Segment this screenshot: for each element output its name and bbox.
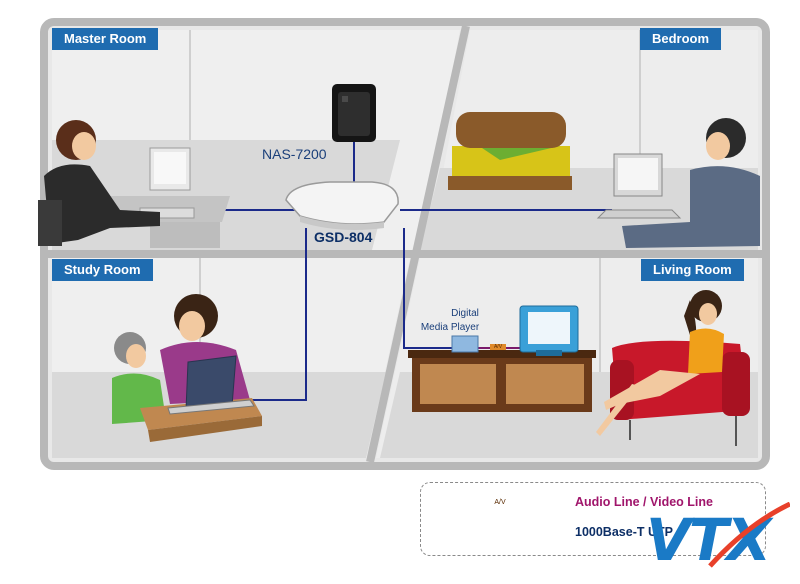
divider-vertical bbox=[366, 25, 470, 463]
network-cables bbox=[182, 142, 612, 401]
nas-label: NAS-7200 bbox=[262, 146, 327, 162]
cable-study-laptop bbox=[232, 228, 307, 401]
room-label-living: Living Room bbox=[641, 259, 744, 281]
vtx-logo-text: VTX bbox=[646, 506, 771, 574]
room-label-study: Study Room bbox=[52, 259, 153, 281]
room-label-master: Master Room bbox=[52, 28, 159, 50]
bedroom-laptop bbox=[596, 153, 682, 219]
cable-media-player bbox=[403, 228, 452, 349]
media-player-device bbox=[451, 335, 479, 353]
bedroom-person bbox=[622, 118, 760, 248]
tv-cabinet bbox=[408, 350, 596, 412]
master-person bbox=[38, 120, 160, 246]
switch-device bbox=[285, 181, 399, 230]
master-monitor bbox=[139, 147, 195, 219]
television bbox=[519, 305, 579, 356]
vtx-logo-swoosh bbox=[708, 502, 790, 568]
media-player-label-line1: Digital bbox=[451, 308, 479, 319]
legend-utp-label: 1000Base-T UTP bbox=[575, 525, 673, 539]
media-player-label-line2: Media Player bbox=[420, 322, 480, 333]
legend-av-label: Audio Line / Video Line bbox=[575, 495, 713, 509]
av-cable-tag-label: A/V bbox=[493, 344, 503, 350]
room-label-bedroom: Bedroom bbox=[640, 28, 722, 50]
legend-av-tag-label: A/V bbox=[494, 499, 506, 506]
study-laptop bbox=[167, 355, 255, 415]
nas-device bbox=[332, 84, 376, 142]
switch-label: GSD-804 bbox=[314, 229, 373, 245]
vtx-logo: VTX bbox=[646, 502, 790, 574]
av-cable-tag bbox=[490, 344, 506, 352]
living-person bbox=[596, 290, 724, 436]
bedroom-bed bbox=[448, 112, 572, 190]
